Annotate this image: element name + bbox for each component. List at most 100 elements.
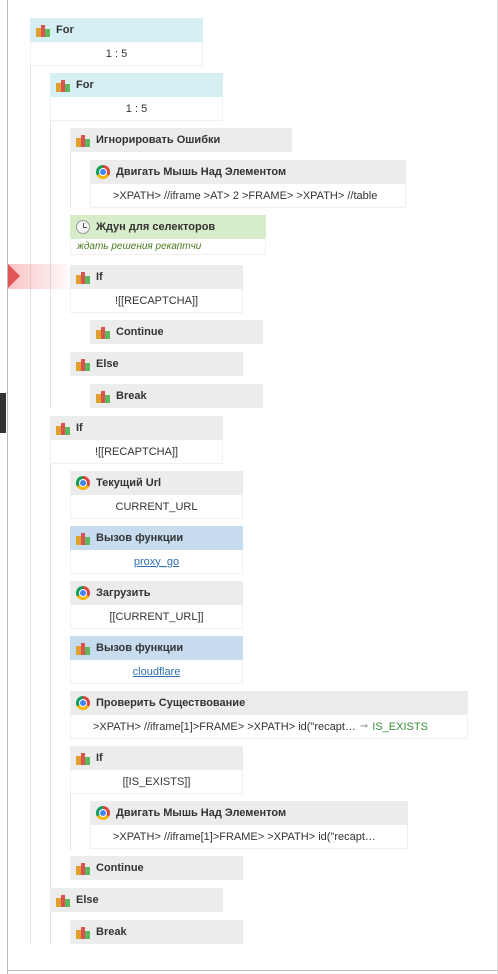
current-url-block[interactable]: Текущий Url CURRENT_URL (70, 471, 243, 519)
clock-icon (76, 220, 90, 234)
block-header[interactable]: For (30, 18, 203, 42)
block-header[interactable]: Ждун для селекторов (70, 215, 266, 239)
continue-block[interactable]: Continue (90, 320, 263, 344)
blocks-icon (76, 861, 90, 875)
block-header[interactable]: Текущий Url (70, 471, 243, 495)
load-url-block[interactable]: Загрузить [[CURRENT_URL]] (70, 581, 243, 629)
block-value: CURRENT_URL (70, 495, 243, 519)
call-function-block[interactable]: Вызов функции proxy_go (70, 526, 243, 574)
else-block[interactable]: Else (50, 888, 223, 912)
if-block[interactable]: If ![[RECAPTCHA]] (50, 416, 223, 464)
block-title: Continue (116, 326, 164, 338)
blocks-icon (76, 751, 90, 765)
block-header[interactable]: Двигать Мышь Над Элементом (90, 801, 408, 825)
block-comment: ждать решения рекаптчи (70, 239, 266, 255)
block-header[interactable]: Игнорировать Ошибки (70, 128, 292, 152)
block-title: Вызов функции (96, 532, 184, 544)
block-title: If (96, 752, 103, 764)
block-value: >XPATH> //iframe[1]>FRAME> >XPATH> id("r… (70, 715, 468, 739)
block-header[interactable]: Проверить Существование (70, 691, 468, 715)
editor-left-border (7, 0, 8, 974)
block-header[interactable]: Continue (90, 320, 263, 344)
block-title: Двигать Мышь Над Элементом (116, 166, 287, 178)
nest-guide (50, 464, 51, 944)
block-header[interactable]: If (50, 416, 223, 440)
block-title: If (76, 422, 83, 434)
block-value: ![[RECAPTCHA]] (70, 289, 243, 313)
block-title: Загрузить (96, 587, 151, 599)
block-header[interactable]: Двигать Мышь Над Элементом (90, 160, 406, 184)
block-title: Ждун для селекторов (96, 221, 216, 233)
break-block[interactable]: Break (90, 384, 263, 408)
block-header[interactable]: Continue (70, 856, 243, 880)
block-title: Break (116, 390, 147, 402)
blocks-icon (76, 357, 90, 371)
blocks-icon (76, 531, 90, 545)
block-title: Else (96, 358, 119, 370)
block-title: If (96, 271, 103, 283)
blocks-icon (56, 893, 70, 907)
selector-text: >XPATH> //iframe[1]>FRAME> >XPATH> id("r… (93, 720, 356, 733)
block-title: Текущий Url (96, 477, 162, 489)
call-function-block[interactable]: Вызов функции cloudflare (70, 636, 243, 684)
chrome-icon (76, 476, 90, 490)
nest-guide (70, 153, 71, 207)
else-block[interactable]: Else (70, 352, 243, 376)
hover-element-block[interactable]: Двигать Мышь Над Элементом >XPATH> //ifr… (90, 160, 406, 208)
block-header[interactable]: Break (90, 384, 263, 408)
block-title: Else (76, 894, 99, 906)
chrome-icon (76, 696, 90, 710)
blocks-icon (96, 325, 110, 339)
blocks-icon (76, 925, 90, 939)
blocks-icon (36, 23, 50, 37)
block-title: Continue (96, 862, 144, 874)
nest-guide (50, 121, 51, 408)
chrome-icon (96, 806, 110, 820)
for-block[interactable]: For 1 : 5 (30, 18, 203, 66)
block-header[interactable]: Вызов функции (70, 526, 243, 550)
wait-selectors-block[interactable]: Ждун для селекторов ждать решения рекапт… (70, 215, 266, 255)
blocks-icon (96, 389, 110, 403)
function-link[interactable]: cloudflare (132, 665, 181, 678)
blocks-icon (76, 270, 90, 284)
block-title: Проверить Существование (96, 697, 246, 709)
block-title: For (76, 79, 94, 91)
block-header[interactable]: Вызов функции (70, 636, 243, 660)
blocks-icon (76, 133, 90, 147)
ignore-errors-block[interactable]: Игнорировать Ошибки (70, 128, 292, 152)
function-link[interactable]: proxy_go (133, 555, 180, 568)
block-header[interactable]: If (70, 746, 243, 770)
nest-guide (30, 66, 31, 944)
chrome-icon (96, 165, 110, 179)
chrome-icon (76, 586, 90, 600)
hover-element-block[interactable]: Двигать Мышь Над Элементом >XPATH> //ifr… (90, 801, 408, 849)
side-panel-handle[interactable] (0, 393, 6, 433)
return-arrow-icon: ➞ (359, 721, 369, 732)
block-header[interactable]: Else (70, 352, 243, 376)
block-header[interactable]: If (70, 265, 243, 289)
block-title: Вызов функции (96, 642, 184, 654)
block-header[interactable]: Загрузить (70, 581, 243, 605)
continue-block[interactable]: Continue (70, 856, 243, 880)
block-title: Игнорировать Ошибки (96, 134, 221, 146)
block-value: 1 : 5 (50, 97, 223, 121)
if-block[interactable]: If [[IS_EXISTS]] (70, 746, 243, 794)
for-block[interactable]: For 1 : 5 (50, 73, 223, 121)
error-arrow-icon[interactable] (8, 264, 20, 288)
block-value: [[CURRENT_URL]] (70, 605, 243, 629)
check-exists-block[interactable]: Проверить Существование >XPATH> //iframe… (70, 691, 468, 739)
blocks-icon (56, 421, 70, 435)
block-header[interactable]: For (50, 73, 223, 97)
block-value: [[IS_EXISTS]] (70, 770, 243, 794)
block-value: proxy_go (70, 550, 243, 574)
block-value: >XPATH> //iframe[1]>FRAME> >XPATH> id("r… (90, 825, 408, 849)
block-header[interactable]: Else (50, 888, 223, 912)
block-title: For (56, 24, 74, 36)
return-variable: IS_EXISTS (372, 720, 428, 733)
break-block[interactable]: Break (70, 920, 243, 944)
nest-guide (70, 770, 71, 850)
block-header[interactable]: Break (70, 920, 243, 944)
if-block[interactable]: If ![[RECAPTCHA]] (70, 265, 243, 313)
blocks-icon (56, 78, 70, 92)
block-title: Break (96, 926, 127, 938)
